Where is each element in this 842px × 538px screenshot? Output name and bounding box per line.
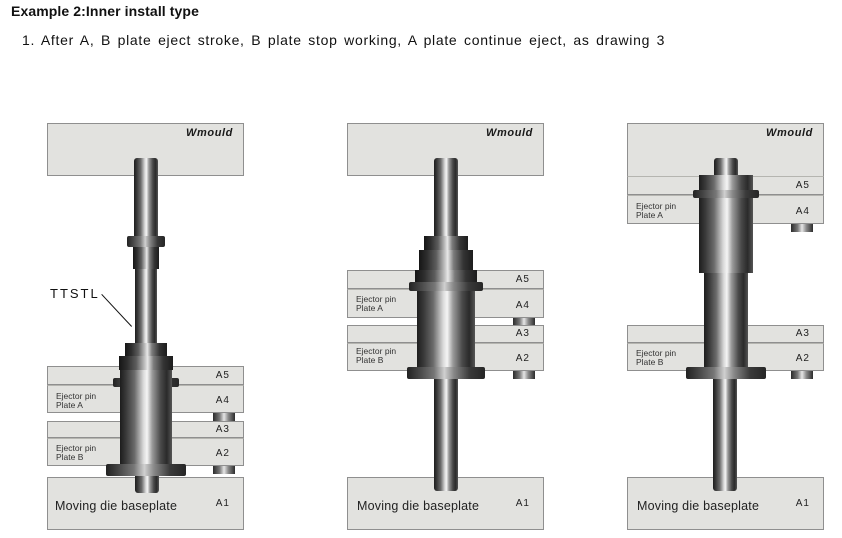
code-a1: A1 [515,498,530,509]
stop-pin-a [213,413,235,421]
ttstl-step-2 [119,356,173,370]
plate-a-label-2: Plate A [56,400,83,410]
plate-a-label-2: Plate A [636,210,663,220]
plate-b-label-1: Ejector pin [356,346,397,356]
code-a5: A5 [215,370,230,381]
ttstl-base-flange [106,464,186,476]
moving-die-baseplate: Moving die baseplate A1 [47,477,244,530]
ttstl-base-flange [686,367,766,379]
ttstl-b-body [704,273,748,368]
ttstl-upper-shaft [434,158,458,236]
ttstl-body [417,291,475,367]
brand-logo: Wmould [186,127,233,139]
code-a3: A3 [515,328,530,339]
ttstl-upper-collar [127,236,165,247]
stop-pin-a [513,318,535,326]
stop-pin-b [213,466,235,474]
code-a2: A2 [515,353,530,364]
ttstl-step-2 [419,250,473,270]
code-a5: A5 [515,274,530,285]
ttstl-step-1 [424,236,468,250]
ttstl-neck [133,247,159,269]
ttstl-upper-shaft [714,158,738,176]
code-a4: A4 [515,300,530,311]
stop-pin-b [513,371,535,379]
code-a1: A1 [215,498,230,509]
plate-a-label-1: Ejector pin [636,201,677,211]
ttstl-lower-shaft [434,379,458,491]
plate-b-label-1: Ejector pin [56,443,97,453]
brand-logo: Wmould [766,127,813,139]
plate-a-label-2: Plate A [356,303,383,313]
code-a2: A2 [795,353,810,364]
callout-ttstl: TTSTL [50,286,100,301]
ttstl-lower-shaft [713,379,737,491]
plate-b-label-2: Plate B [56,452,84,462]
code-a3: A3 [215,424,230,435]
brand-logo: Wmould [486,127,533,139]
baseplate-label: Moving die baseplate [637,499,760,513]
code-a4: A4 [215,395,230,406]
stop-pin-a [791,224,813,232]
ttstl-a-collar [693,190,759,198]
top-clamp-plate: Wmould [347,123,544,176]
code-a4: A4 [795,206,810,217]
plate-a-label-1: Ejector pin [56,391,97,401]
code-a5: A5 [795,180,810,191]
plate-b-label-2: Plate B [636,357,664,367]
code-a3: A3 [795,328,810,339]
baseplate-label: Moving die baseplate [357,499,480,513]
ttstl-base-flange [407,367,485,379]
diagram-instruction: 1. After A, B plate eject stroke, B plat… [22,32,666,48]
ttstl-a-collar [409,282,483,291]
diagram-title: Example 2:Inner install type [11,3,199,19]
code-a1: A1 [795,498,810,509]
ttstl-mid-shaft [135,269,157,343]
ttstl-body [120,370,172,464]
ttstl-step-1 [125,343,167,356]
stop-pin-b [791,371,813,379]
ttstl-lower-shaft [135,476,159,493]
plate-b-label-2: Plate B [356,355,384,365]
plate-b-label-1: Ejector pin [636,348,677,358]
code-a2: A2 [215,448,230,459]
baseplate-label: Moving die baseplate [55,499,178,513]
ttstl-step-3 [415,270,477,282]
plate-a-label-1: Ejector pin [356,294,397,304]
ttstl-upper-shaft [134,158,158,236]
